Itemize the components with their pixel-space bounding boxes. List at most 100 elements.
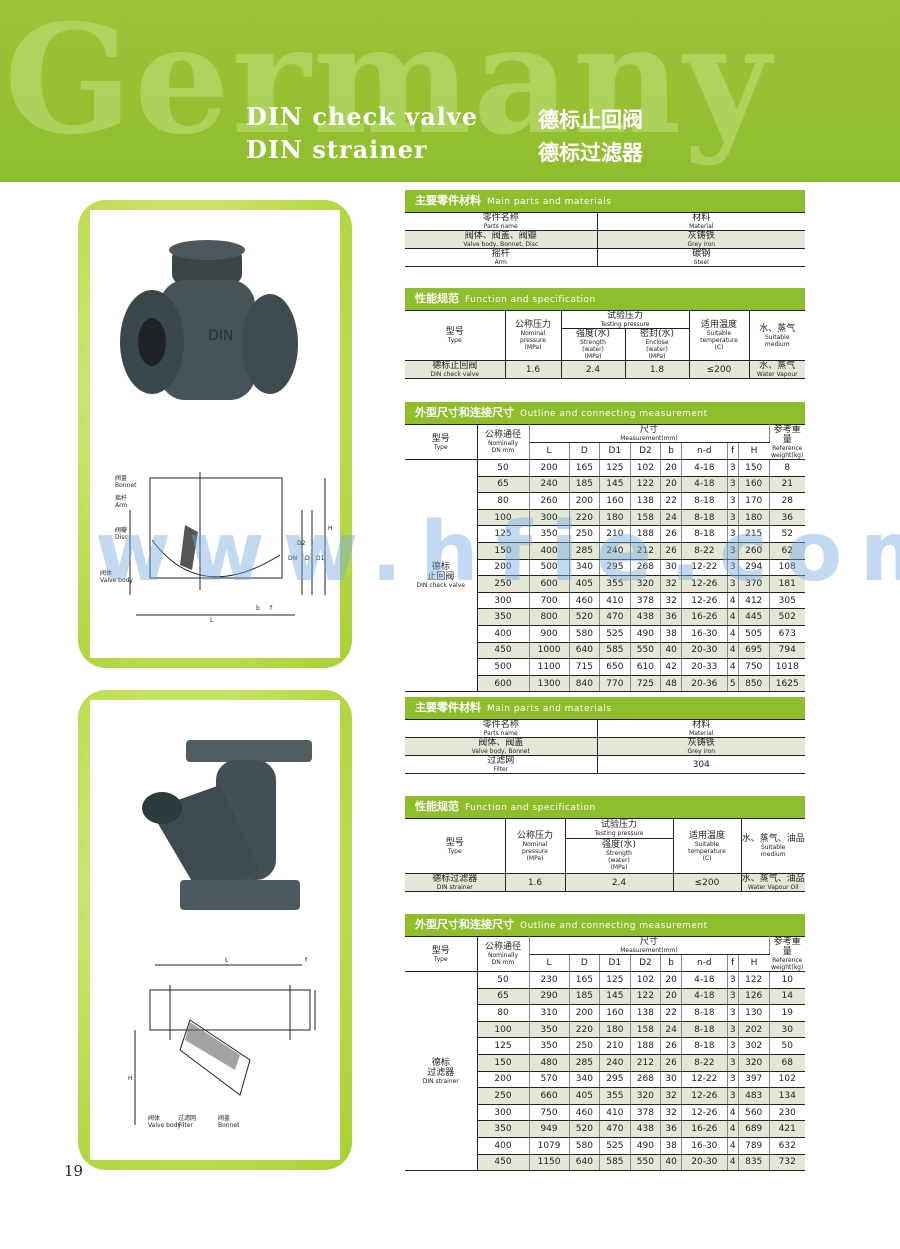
dim-cell: 3 <box>727 525 739 543</box>
dim-cell: 40 <box>660 1154 683 1172</box>
dim-cell: 240 <box>599 1054 631 1072</box>
dim-cell: 102 <box>630 459 662 477</box>
dim-cell: 525 <box>599 625 631 643</box>
svg-text:Disc: Disc <box>115 534 128 541</box>
watermark-text: www.hfie.com <box>95 505 900 600</box>
dim-cell: 188 <box>630 525 662 543</box>
dim-cell: 483 <box>738 1087 770 1105</box>
title-en-check: DIN check valve <box>246 102 479 131</box>
dim-cell: 355 <box>599 575 631 593</box>
dim-cell: 220 <box>569 1021 601 1039</box>
dim-cell: 460 <box>569 592 601 610</box>
dim-cell: 300 <box>477 1104 530 1122</box>
dim-cell: 12-26 <box>681 1104 728 1122</box>
dim-cell: 250 <box>477 1087 530 1105</box>
dim-cell: 8-22 <box>681 1054 728 1072</box>
dim-cell: 185 <box>569 476 601 494</box>
dim-cell: 295 <box>599 559 631 577</box>
svg-text:Bonnet: Bonnet <box>115 482 137 489</box>
dim-cell: 438 <box>630 1120 662 1138</box>
dim-cell: 378 <box>630 1104 662 1122</box>
dim-cell: 850 <box>738 675 770 693</box>
dim-col-header: n-d <box>681 954 728 972</box>
dim-cell: 20-33 <box>681 658 728 676</box>
dim-cell: 1079 <box>529 1137 570 1155</box>
dim-cell: 220 <box>569 509 601 527</box>
dim-cell: 570 <box>529 1071 570 1089</box>
dim-cell: 3 <box>727 1087 739 1105</box>
dim-col-header: D2 <box>630 442 662 460</box>
dim-cell: 170 <box>738 492 770 510</box>
svg-text:L: L <box>225 957 229 964</box>
dim-cell: 202 <box>738 1021 770 1039</box>
dim-cell: 160 <box>599 492 631 510</box>
dim-cell: 285 <box>569 542 601 560</box>
dim-cell: 3 <box>727 1037 739 1055</box>
svg-text:Arm: Arm <box>115 502 127 509</box>
dim-cell: 800 <box>529 608 570 626</box>
svg-text:阀瓣: 阀瓣 <box>115 526 127 534</box>
dim-cell: 4 <box>727 642 739 660</box>
dim-cell: 20-30 <box>681 642 728 660</box>
dim-cell: 250 <box>569 525 601 543</box>
dim-cell: 210 <box>599 525 631 543</box>
dim-cell: 580 <box>569 625 601 643</box>
dim-cell: 3 <box>727 988 739 1006</box>
dim-cell: 3 <box>727 559 739 577</box>
dim-cell: 200 <box>477 559 530 577</box>
dim-cell: 320 <box>630 575 662 593</box>
dim-cell: 24 <box>660 1021 683 1039</box>
dim-cell: 165 <box>569 459 601 477</box>
dim-col-header: H <box>738 954 769 972</box>
dim-cell: 673 <box>769 625 805 643</box>
dim-cell: 350 <box>529 1037 570 1055</box>
dim-cell: 102 <box>630 971 662 989</box>
dim-cell: 22 <box>660 492 683 510</box>
dim-cell: 3 <box>727 1071 739 1089</box>
dim-cell: 660 <box>529 1087 570 1105</box>
dim-cell: 16-26 <box>681 1120 728 1138</box>
dim-col-header: n-d <box>681 442 728 460</box>
svg-text:过滤网: 过滤网 <box>178 1114 196 1122</box>
dim-col-header: f <box>727 442 739 460</box>
dim-cell: 350 <box>529 1021 570 1039</box>
check-valve-photo: DIN 阀盖 Bonnet 摇杆 Arm 阀瓣 Disc 阀体 Valve <box>100 240 333 624</box>
dim-cell: 3 <box>727 575 739 593</box>
dim-cell: 305 <box>769 592 805 610</box>
header-banner: Germany DIN check valve DIN strainer 德标止… <box>0 0 900 182</box>
dim-cell: 4-18 <box>681 476 728 494</box>
dim-cell: 400 <box>529 542 570 560</box>
dim-cell: 180 <box>599 1021 631 1039</box>
dim-cell: 260 <box>529 492 570 510</box>
dim-cell: 4 <box>727 592 739 610</box>
dim-cell: 30 <box>660 559 683 577</box>
dim-col-header: D1 <box>599 442 631 460</box>
dim-cell: 62 <box>769 542 805 560</box>
svg-text:阀盖: 阀盖 <box>218 1114 230 1122</box>
dim-cell: 610 <box>630 658 662 676</box>
dim-cell: 108 <box>769 559 805 577</box>
dim-cell: 8-18 <box>681 1021 728 1039</box>
dim-cell: 302 <box>738 1037 770 1055</box>
svg-text:DIN: DIN <box>208 328 233 344</box>
title-cn-check: 德标止回阀 <box>538 108 643 132</box>
dim-cell: 525 <box>599 1137 631 1155</box>
dim-cell: 300 <box>529 509 570 527</box>
svg-text:D: D <box>305 555 310 562</box>
dim-cell: 4 <box>727 608 739 626</box>
dim-cell: 125 <box>477 1037 530 1055</box>
